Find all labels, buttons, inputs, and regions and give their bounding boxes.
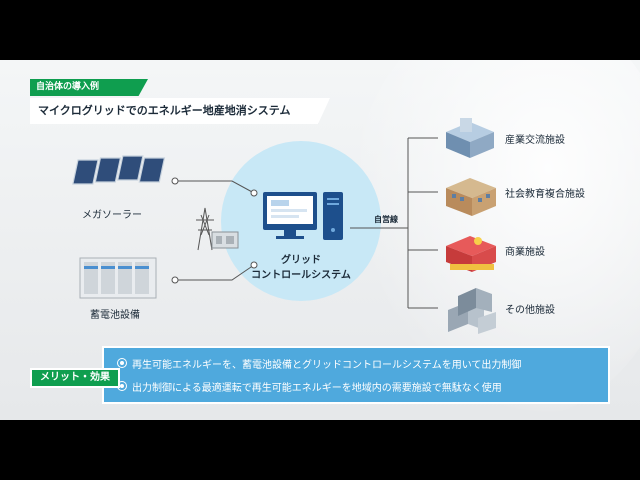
merit-section: 再生可能エネルギーを、蓄電池設備とグリッドコントロールシステムを用いて出力制御 …	[30, 346, 610, 404]
source-label-solar: メガソーラー	[82, 210, 142, 221]
destination-label-commercial: 商業施設	[505, 247, 545, 258]
destination-label-education: 社会教育複合施設	[505, 189, 585, 200]
solar-panel-icon	[72, 155, 166, 185]
private-line-label: 自営線	[374, 215, 398, 224]
merit-box: 再生可能エネルギーを、蓄電池設備とグリッドコントロールシステムを用いて出力制御 …	[102, 346, 610, 404]
battery-storage-icon	[79, 257, 157, 299]
battery-node	[171, 276, 179, 284]
commercial-building-icon	[446, 236, 496, 272]
control-node-top	[250, 189, 258, 197]
other-facilities-icon	[448, 288, 496, 334]
industrial-building-icon	[446, 118, 494, 158]
solar-node	[171, 177, 179, 185]
computer-icon	[263, 192, 343, 240]
control-node-bottom	[250, 261, 258, 269]
destination-label-industrial: 産業交流施設	[505, 135, 565, 146]
control-system-line2: コントロールシステム	[251, 270, 351, 281]
solar-connector	[175, 180, 255, 194]
page-title: マイクログリッドでのエネルギー地産地消システム	[30, 98, 330, 124]
slide: 自治体の導入例 マイクログリッドでのエネルギー地産地消システム	[0, 60, 640, 420]
control-system-label: グリッド コントロールシステム	[221, 253, 381, 283]
merit-item: 再生可能エネルギーを、蓄電池設備とグリッドコントロールシステムを用いて出力制御	[117, 356, 521, 371]
merit-item: 出力制御による最適運転で再生可能エネルギーを地域内の需要施設で無駄なく使用	[118, 379, 502, 394]
control-system-line1: グリッド	[281, 255, 321, 266]
diagram-svg	[72, 118, 496, 334]
transformer-icon	[211, 231, 239, 249]
case-tag: 自治体の導入例	[30, 79, 148, 96]
source-label-battery: 蓄電池設備	[90, 310, 140, 321]
merit-label: メリット・効果	[30, 368, 120, 388]
battery-connector	[175, 264, 255, 281]
education-complex-icon	[446, 178, 496, 216]
power-pylon-icon	[196, 207, 214, 251]
destination-label-other: その他施設	[505, 305, 555, 316]
